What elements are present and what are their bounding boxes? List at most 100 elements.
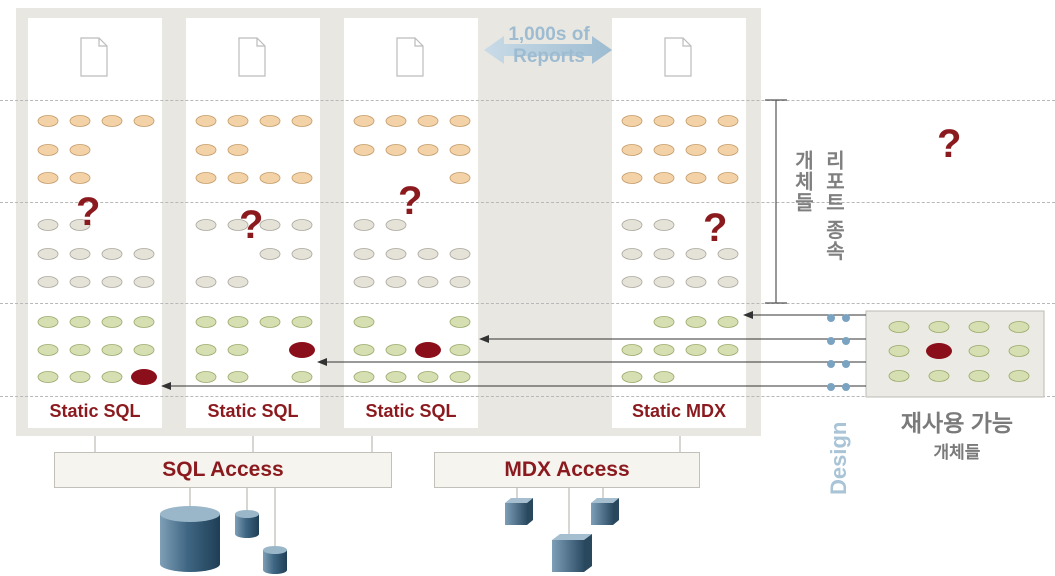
object-oval: [69, 115, 91, 127]
object-oval: [353, 371, 375, 383]
double-arrow-icon: [484, 36, 612, 64]
object-oval: [621, 371, 643, 383]
object-oval: [353, 115, 375, 127]
object-oval: [37, 172, 59, 184]
object-oval: [621, 248, 643, 260]
object-oval: [37, 144, 59, 156]
object-oval: [37, 344, 59, 356]
report-dependent-objects-label: 리포트 종속 개체들: [788, 150, 848, 262]
object-oval: [449, 371, 471, 383]
object-oval: [69, 219, 91, 231]
object-oval: [291, 316, 313, 328]
object-oval: [69, 172, 91, 184]
object-oval: [133, 276, 155, 288]
object-oval: [621, 276, 643, 288]
object-oval: [259, 248, 281, 260]
object-oval: [227, 172, 249, 184]
object-oval: [621, 115, 643, 127]
object-oval: [653, 115, 675, 127]
object-oval: [353, 344, 375, 356]
object-oval: [968, 345, 990, 357]
object-oval: [385, 371, 407, 383]
object-oval: [291, 248, 313, 260]
object-oval: [653, 219, 675, 231]
object-oval: [37, 248, 59, 260]
object-oval: [37, 115, 59, 127]
design-label: Design: [826, 421, 851, 495]
object-oval: [685, 144, 707, 156]
object-oval: [385, 219, 407, 231]
object-oval: [449, 115, 471, 127]
object-oval: [621, 219, 643, 231]
object-oval: [385, 248, 407, 260]
design-cycle-icon: [827, 314, 850, 391]
object-oval: [717, 316, 739, 328]
object-oval: [417, 276, 439, 288]
sql-access-box: SQL Access: [54, 452, 392, 488]
object-oval: [69, 144, 91, 156]
banner-line-1: 1,000s of: [508, 24, 590, 45]
object-oval: [928, 370, 950, 382]
object-oval: [621, 144, 643, 156]
object-oval: [449, 172, 471, 184]
object-oval: [449, 276, 471, 288]
connector-lines: [94, 436, 681, 546]
object-oval: [353, 316, 375, 328]
object-oval: [227, 219, 249, 231]
highlighted-object: [289, 342, 315, 358]
mdx-access-box: MDX Access: [434, 452, 700, 488]
object-oval: [888, 370, 910, 382]
object-oval: [353, 144, 375, 156]
object-oval: [353, 219, 375, 231]
object-oval: [685, 115, 707, 127]
object-oval: [417, 248, 439, 260]
object-oval: [195, 172, 217, 184]
object-oval: [101, 115, 123, 127]
object-oval: [259, 172, 281, 184]
reusable-objects-label: 재사용 가능 개체들: [872, 404, 1042, 463]
banner-line-2: Reports: [513, 46, 585, 67]
object-oval: [621, 172, 643, 184]
object-oval: [417, 144, 439, 156]
cube-icon: [505, 498, 619, 572]
object-oval: [1008, 370, 1030, 382]
object-oval: [717, 144, 739, 156]
object-oval: [69, 276, 91, 288]
object-oval: [227, 316, 249, 328]
object-oval: [685, 276, 707, 288]
object-oval: [259, 115, 281, 127]
object-oval: [353, 276, 375, 288]
question-mark: ?: [398, 179, 423, 223]
reuse-arrows: [161, 311, 866, 390]
object-oval: [685, 316, 707, 328]
object-oval: [621, 344, 643, 356]
column-label: Static SQL: [365, 401, 457, 421]
object-ovals: [37, 115, 1030, 385]
object-oval: [195, 371, 217, 383]
object-oval: [685, 248, 707, 260]
object-oval: [291, 219, 313, 231]
object-oval: [195, 115, 217, 127]
row-separator: [0, 202, 1055, 203]
object-oval: [888, 345, 910, 357]
object-oval: [195, 144, 217, 156]
object-oval: [37, 371, 59, 383]
object-oval: [717, 344, 739, 356]
question-mark: ?: [937, 122, 962, 166]
object-oval: [259, 316, 281, 328]
object-oval: [101, 344, 123, 356]
object-oval: [227, 276, 249, 288]
highlighted-object: [926, 343, 952, 359]
row-separator: [0, 100, 1055, 101]
object-oval: [291, 172, 313, 184]
object-oval: [1008, 321, 1030, 333]
object-oval: [133, 248, 155, 260]
object-oval: [928, 321, 950, 333]
column-label: Static SQL: [207, 401, 299, 421]
rdo-line-2: 개체들: [791, 150, 813, 213]
object-oval: [69, 344, 91, 356]
object-oval: [69, 248, 91, 260]
object-oval: [133, 115, 155, 127]
column-label: Static MDX: [631, 401, 727, 421]
